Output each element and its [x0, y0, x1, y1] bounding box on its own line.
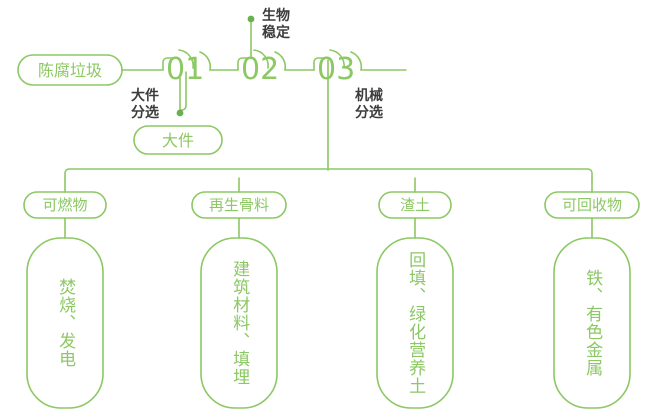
step3-arc-left — [329, 49, 345, 69]
output-pill-label-4[interactable]: 可回收物 — [561, 196, 622, 214]
detail-box-text-1: 焚烧、发电 — [55, 278, 76, 368]
byproduct-pill-label[interactable]: 大件 — [161, 131, 194, 150]
byproduct-pill-shape — [133, 125, 223, 155]
step1-arc-out — [199, 51, 239, 71]
detail-box-shape-3 — [376, 237, 454, 409]
output-pill-label-2[interactable]: 再生骨料 — [208, 196, 269, 214]
source-pill-label[interactable]: 陈腐垃圾 — [37, 61, 102, 80]
step1-arc-left — [178, 49, 194, 69]
output-pill-label-3[interactable]: 渣土 — [399, 196, 430, 214]
step2-riser-dot — [247, 15, 255, 23]
step-desc-03: 机械 分选 — [355, 88, 383, 121]
step3-arc-out — [350, 51, 407, 71]
step2-arc-out — [274, 51, 315, 71]
detail-box-text-4: 铁、有色金属 — [582, 269, 603, 377]
output-pill-label-1[interactable]: 可燃物 — [42, 196, 88, 214]
step3-link-in — [313, 57, 326, 71]
step-desc-01: 大件 分选 — [131, 88, 159, 121]
step1-drop-dot — [176, 109, 184, 117]
detail-box-shape-1 — [26, 237, 104, 409]
step-number-03[interactable]: 03 — [317, 52, 356, 87]
detail-box-shape-2 — [200, 237, 278, 409]
step-number-01[interactable]: 01 — [166, 52, 205, 87]
detail-box-shape-4 — [553, 237, 631, 409]
step-desc-02: 生物 稳定 — [262, 8, 290, 41]
distribution-bus — [64, 168, 593, 179]
step-number-02[interactable]: 02 — [241, 52, 280, 87]
step1-link-in — [162, 57, 175, 71]
detail-box-text-3: 回填、绿化营养土 — [405, 251, 426, 395]
step2-link-in — [237, 57, 250, 71]
detail-box-text-2: 建筑材料、填埋 — [229, 260, 250, 386]
step2-arc-left — [253, 49, 269, 69]
